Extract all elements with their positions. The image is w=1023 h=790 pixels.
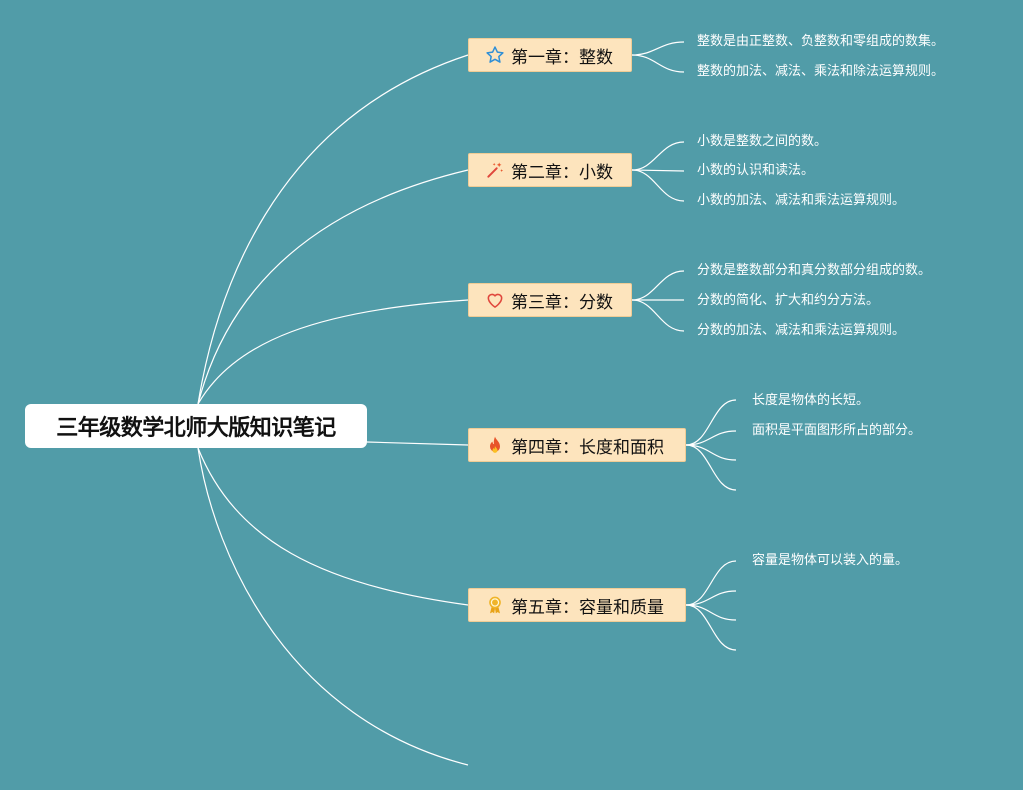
chapter-4-note-2: 面积是平面图形所占的部分。	[752, 423, 922, 438]
chapter-1-note-1: 整数是由正整数、负整数和零组成的数集。	[697, 34, 945, 49]
chapter-5-note-1: 容量是物体可以装入的量。	[752, 553, 909, 568]
chapter-3-note-1: 分数是整数部分和真分数部分组成的数。	[697, 263, 932, 278]
chapter-2-title: 第二章：小数	[511, 162, 613, 183]
magic-wand-icon	[485, 160, 505, 180]
chapter-4-topic[interactable]: 第四章：长度和面积	[468, 428, 686, 462]
chapter-2-note-2: 小数的认识和读法。	[697, 163, 815, 178]
chapter-2-note-3: 小数的加法、减法和乘法运算规则。	[697, 193, 906, 208]
chapter-3-note-3: 分数的加法、减法和乘法运算规则。	[697, 323, 906, 338]
chapter-2-topic[interactable]: 第二章：小数	[468, 153, 632, 187]
chapter-4-note-1: 长度是物体的长短。	[752, 393, 870, 408]
star-icon	[485, 45, 505, 65]
chapter-5-title: 第五章：容量和质量	[511, 597, 664, 618]
chapter-1-note-2: 整数的加法、减法、乘法和除法运算规则。	[697, 64, 945, 79]
chapter-3-topic[interactable]: 第三章：分数	[468, 283, 632, 317]
root-topic[interactable]: 三年级数学北师大版知识笔记	[25, 404, 367, 448]
chapter-3-note-2: 分数的简化、扩大和约分方法。	[697, 293, 880, 308]
chapter-3-title: 第三章：分数	[511, 292, 613, 313]
chapter-1-title: 第一章：整数	[511, 47, 613, 68]
heart-icon	[485, 290, 505, 310]
chapter-4-title: 第四章：长度和面积	[511, 437, 664, 458]
chapter-1-topic[interactable]: 第一章：整数	[468, 38, 632, 72]
fire-icon	[485, 435, 505, 455]
award-ribbon-icon	[485, 595, 505, 615]
chapter-2-note-1: 小数是整数之间的数。	[697, 134, 828, 149]
chapter-5-topic[interactable]: 第五章：容量和质量	[468, 588, 686, 622]
root-title: 三年级数学北师大版知识笔记	[56, 416, 336, 441]
